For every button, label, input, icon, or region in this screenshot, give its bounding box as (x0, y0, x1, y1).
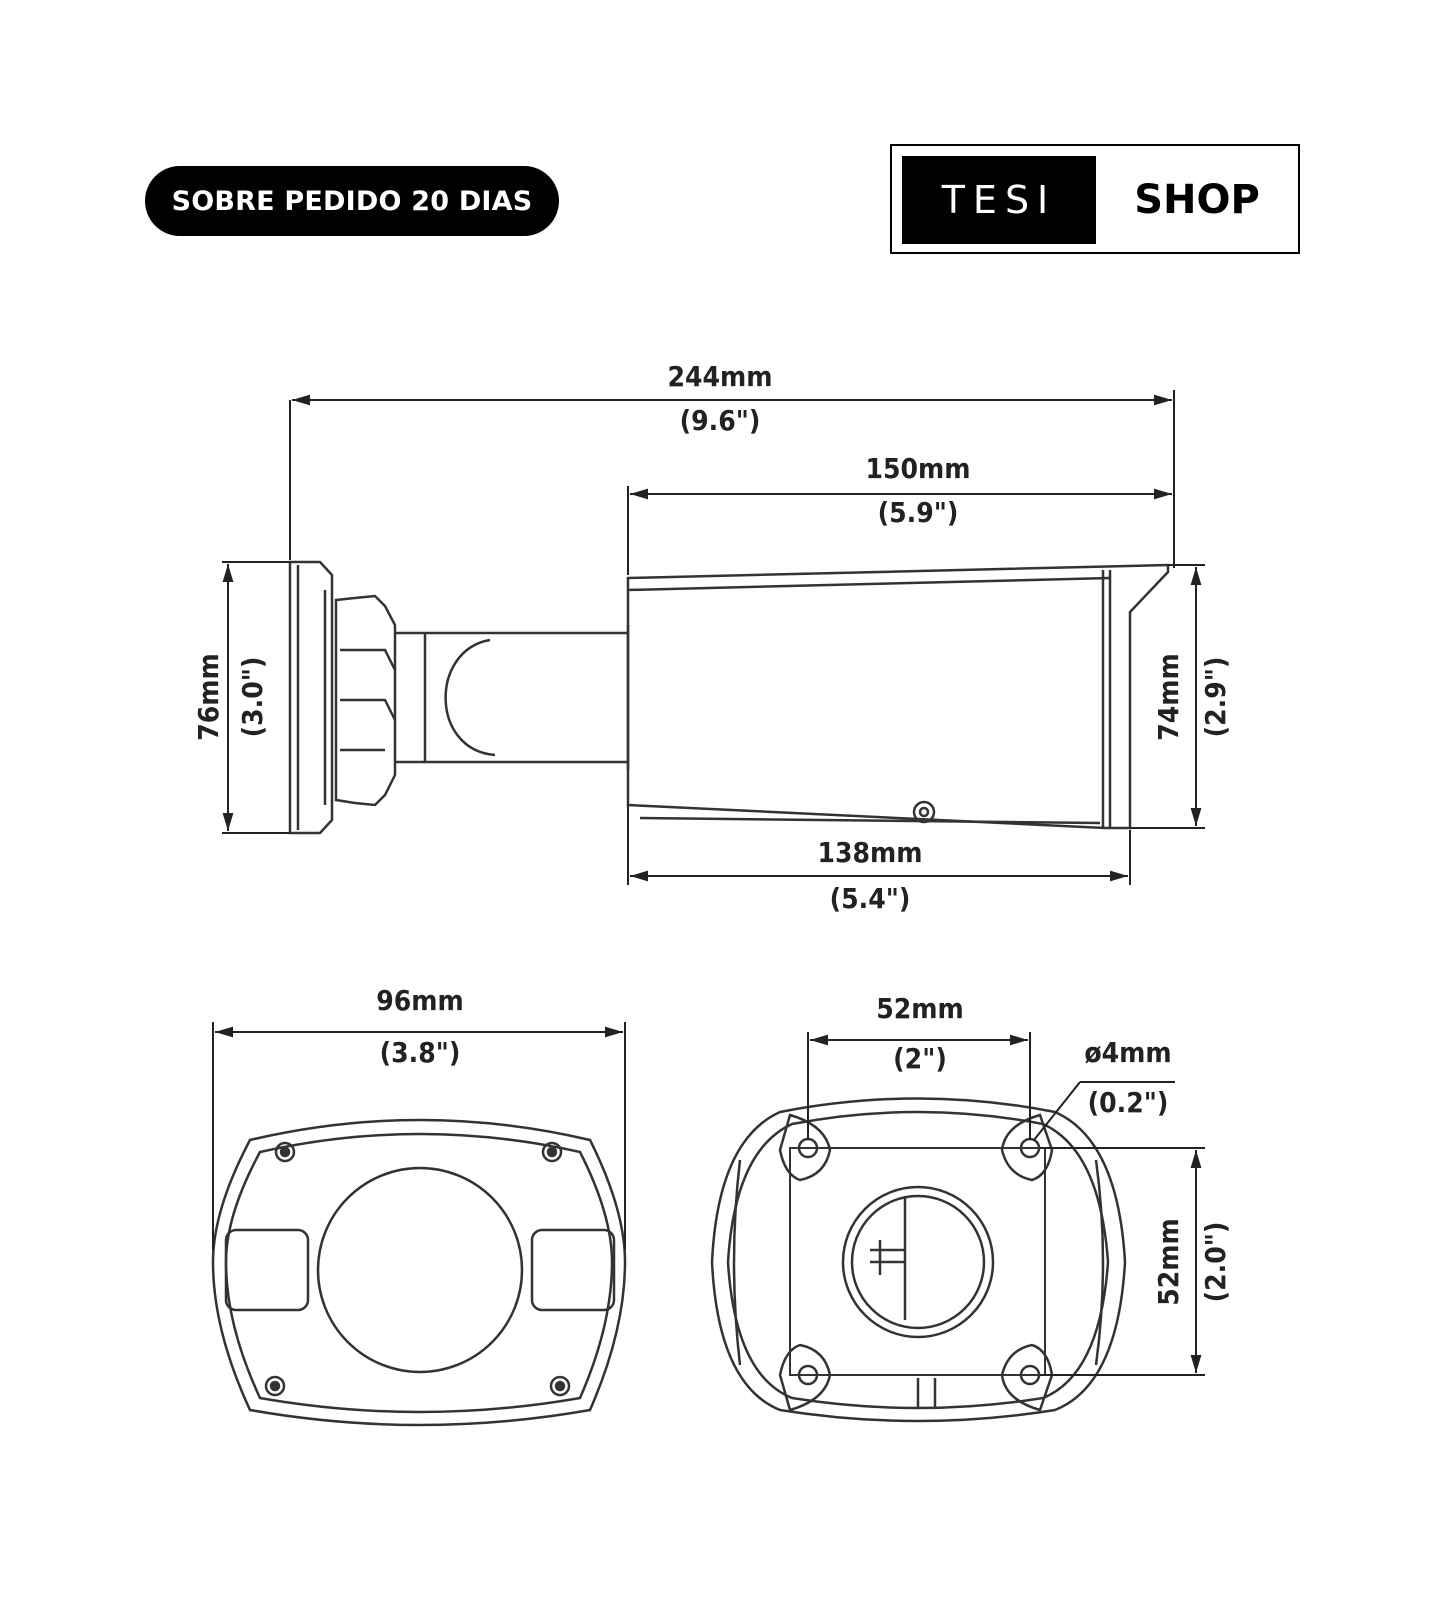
logo-right-text: SHOP (1134, 177, 1260, 223)
dim-244-inch: (9.6") (680, 404, 761, 437)
availability-badge: SOBRE PEDIDO 20 DIAS (145, 166, 559, 236)
wall-mount-base (288, 560, 334, 835)
dim-244-mm: 244mm (667, 360, 772, 393)
dim-76-mm: 76mm (192, 653, 225, 741)
dim-74-inch: (2.9") (1199, 657, 1232, 738)
ir-window-left (224, 1228, 310, 1312)
front-view-dimensions (212, 1022, 626, 1250)
dim-96-mm: 96mm (376, 984, 464, 1017)
camera-housing (626, 563, 1170, 830)
dim-52-inch: (2") (893, 1042, 947, 1075)
logo-dark-block: TESI (902, 156, 1096, 244)
availability-badge-label: SOBRE PEDIDO 20 DIAS (171, 185, 533, 217)
locking-nut (334, 594, 397, 807)
ir-window-right (530, 1228, 616, 1312)
side-view-dimensions (222, 390, 1205, 885)
dim-hole-diameter-inch: (0.2") (1088, 1086, 1169, 1119)
lens-window (316, 1166, 524, 1374)
dim-52-vertical-inch: (2.0") (1199, 1222, 1232, 1303)
mount-base-view (710, 1097, 1127, 1423)
tesi-shop-logo: TESI SHOP (890, 144, 1300, 254)
dim-150-inch: (5.9") (878, 496, 959, 529)
dim-150-mm: 150mm (865, 452, 970, 485)
dim-52-vertical-mm: 52mm (1152, 1218, 1185, 1306)
dim-96-inch: (3.8") (380, 1036, 461, 1069)
logo-left-text: TESI (941, 178, 1057, 222)
dim-138-inch: (5.4") (830, 882, 911, 915)
dim-74-mm: 74mm (1152, 653, 1185, 741)
dim-hole-diameter-mm: ø4mm (1084, 1036, 1171, 1069)
cable-hole (841, 1185, 995, 1339)
side-view (288, 560, 1170, 835)
mount-base-dimensions (807, 1032, 1205, 1376)
dim-76-inch: (3.0") (236, 657, 269, 738)
front-view (211, 1118, 627, 1427)
bracket-arm (395, 625, 630, 770)
front-screws (264, 1141, 571, 1397)
dim-138-mm: 138mm (817, 836, 922, 869)
mount-holes (778, 1113, 1054, 1412)
dim-52-mm: 52mm (876, 992, 964, 1025)
logo-light-block: SHOP (1098, 156, 1296, 244)
